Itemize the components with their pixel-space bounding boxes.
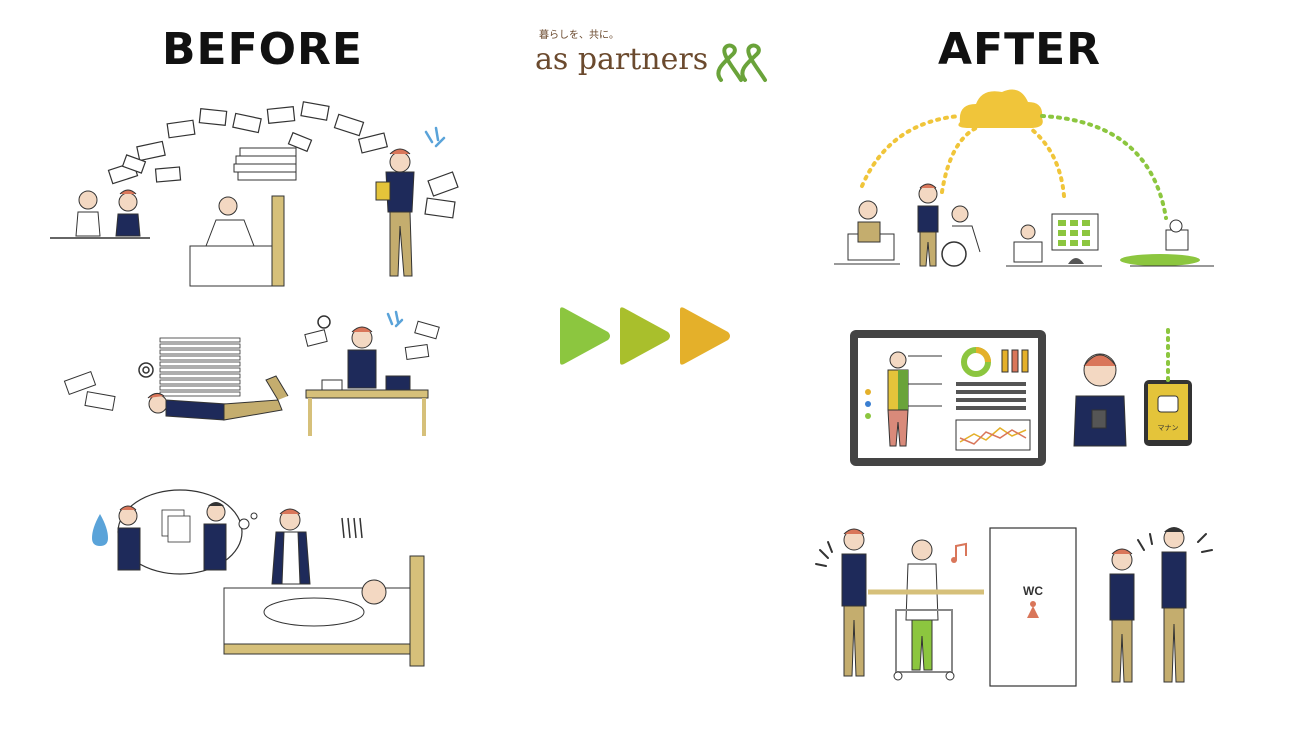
logo: 暮らしを、共に。 as partners [535,26,775,90]
arrow-1-icon [560,307,610,365]
progress-arrows [560,307,730,365]
after-scene-cloud-network [834,89,1214,267]
arrow-2-icon [620,307,670,365]
before-scene-handover-worry [92,489,425,667]
before-scene-exhausted-staff [63,310,440,436]
before-scene-paperwork-overload [50,101,459,287]
robot-screen-label: マナン [1158,424,1179,432]
logo-tagline: 暮らしを、共に。 [539,30,619,41]
arrow-3-icon [680,307,730,365]
after-heading: AFTER [938,24,1102,75]
after-scene-toilet-assist: WC [815,527,1213,687]
wc-sign: WC [1023,584,1043,598]
after-scene-digital-records: マナン [850,326,1192,466]
logo-mark-icon [716,43,767,82]
before-heading: BEFORE [162,24,363,75]
logo-wordmark: as partners [535,42,709,77]
